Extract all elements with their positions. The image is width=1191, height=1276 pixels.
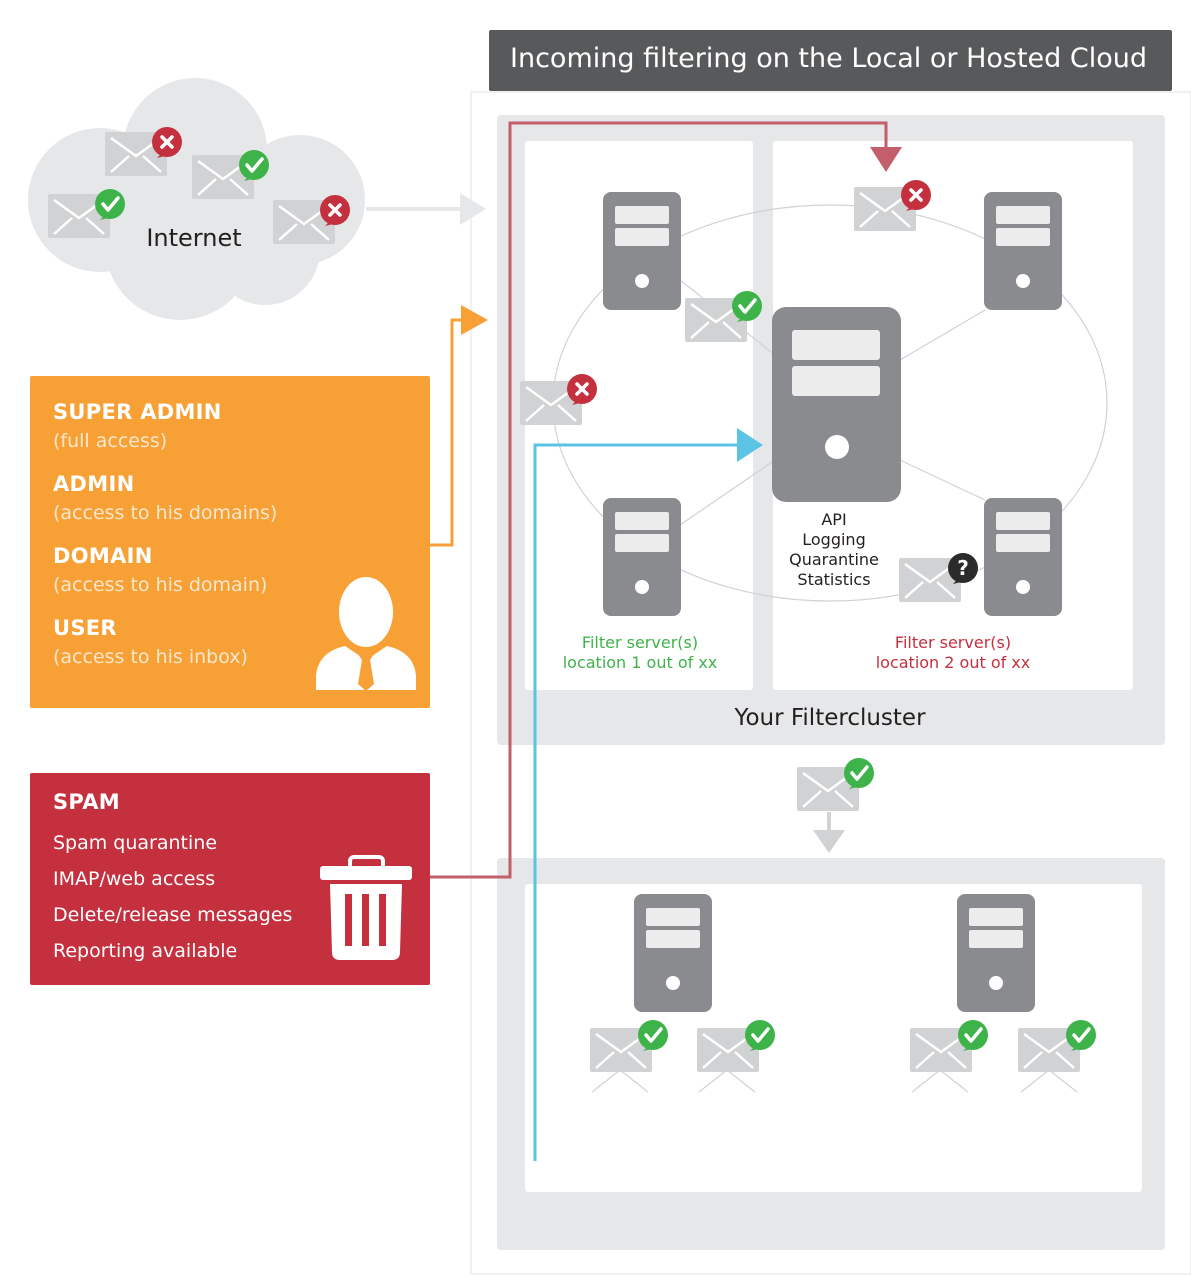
page-title: Incoming filtering on the Local or Hoste… <box>510 43 1148 74</box>
spam-item: Spam quarantine <box>53 832 218 854</box>
mail-server-icon <box>957 894 1035 1012</box>
location2-line1: Filter server(s) <box>895 633 1011 652</box>
central-server-icon <box>772 307 901 502</box>
connector-line <box>899 309 986 361</box>
role-desc: (access to his inbox) <box>53 646 248 668</box>
down-arrow-head <box>813 830 845 853</box>
blue-arrow-head <box>737 428 763 462</box>
role-name: SUPER ADMIN <box>53 400 222 424</box>
connector-line <box>679 459 776 526</box>
role-name: ADMIN <box>53 472 135 496</box>
title-bar: Incoming filtering on the Local or Hoste… <box>489 30 1172 91</box>
spam-item: Reporting available <box>53 940 238 962</box>
filter-server-icon <box>603 192 681 310</box>
user-icon <box>316 577 416 691</box>
connector-line <box>899 459 986 501</box>
spam-item: Delete/release messages <box>53 904 293 926</box>
filter-server-icon <box>603 498 681 616</box>
spam-item: IMAP/web access <box>53 868 216 890</box>
trash-icon <box>320 855 412 960</box>
internet-label: Internet <box>146 224 241 252</box>
orange-arrow-head <box>461 305 488 335</box>
orange-arrow-line <box>430 318 463 547</box>
location1-panel <box>525 141 753 690</box>
internet-arrow-head <box>460 193 486 225</box>
role-name: DOMAIN <box>53 544 153 568</box>
central-server-line: Quarantine <box>789 550 879 569</box>
spam-title: SPAM <box>53 790 120 814</box>
location2-line2: location 2 out of xx <box>876 653 1031 672</box>
mail-server-icon <box>634 894 712 1012</box>
location1-line1: Filter server(s) <box>582 633 698 652</box>
spam-panel <box>30 773 430 985</box>
spam-line <box>430 121 888 879</box>
roles-panel <box>30 376 430 708</box>
role-desc: (full access) <box>53 430 168 452</box>
filter-server-icon <box>984 498 1062 616</box>
filter-server-icon <box>984 192 1062 310</box>
central-server-line: Logging <box>802 530 865 549</box>
cluster-label: Your Filtercluster <box>733 705 926 731</box>
spam-list: SPAM Spam quarantine IMAP/web access Del… <box>53 790 292 969</box>
central-server-line: Statistics <box>797 570 870 589</box>
roles-list: SUPER ADMIN (full access) ADMIN (access … <box>53 400 277 668</box>
delivery-lines <box>591 1069 1078 1093</box>
spam-arrow-head <box>870 147 902 172</box>
role-desc: (access to his domain) <box>53 574 268 596</box>
central-server-line: API <box>821 510 846 529</box>
role-name: USER <box>53 616 117 640</box>
blue-line <box>533 443 740 1161</box>
location1-line2: location 1 out of xx <box>563 653 718 672</box>
role-desc: (access to his domains) <box>53 502 278 524</box>
